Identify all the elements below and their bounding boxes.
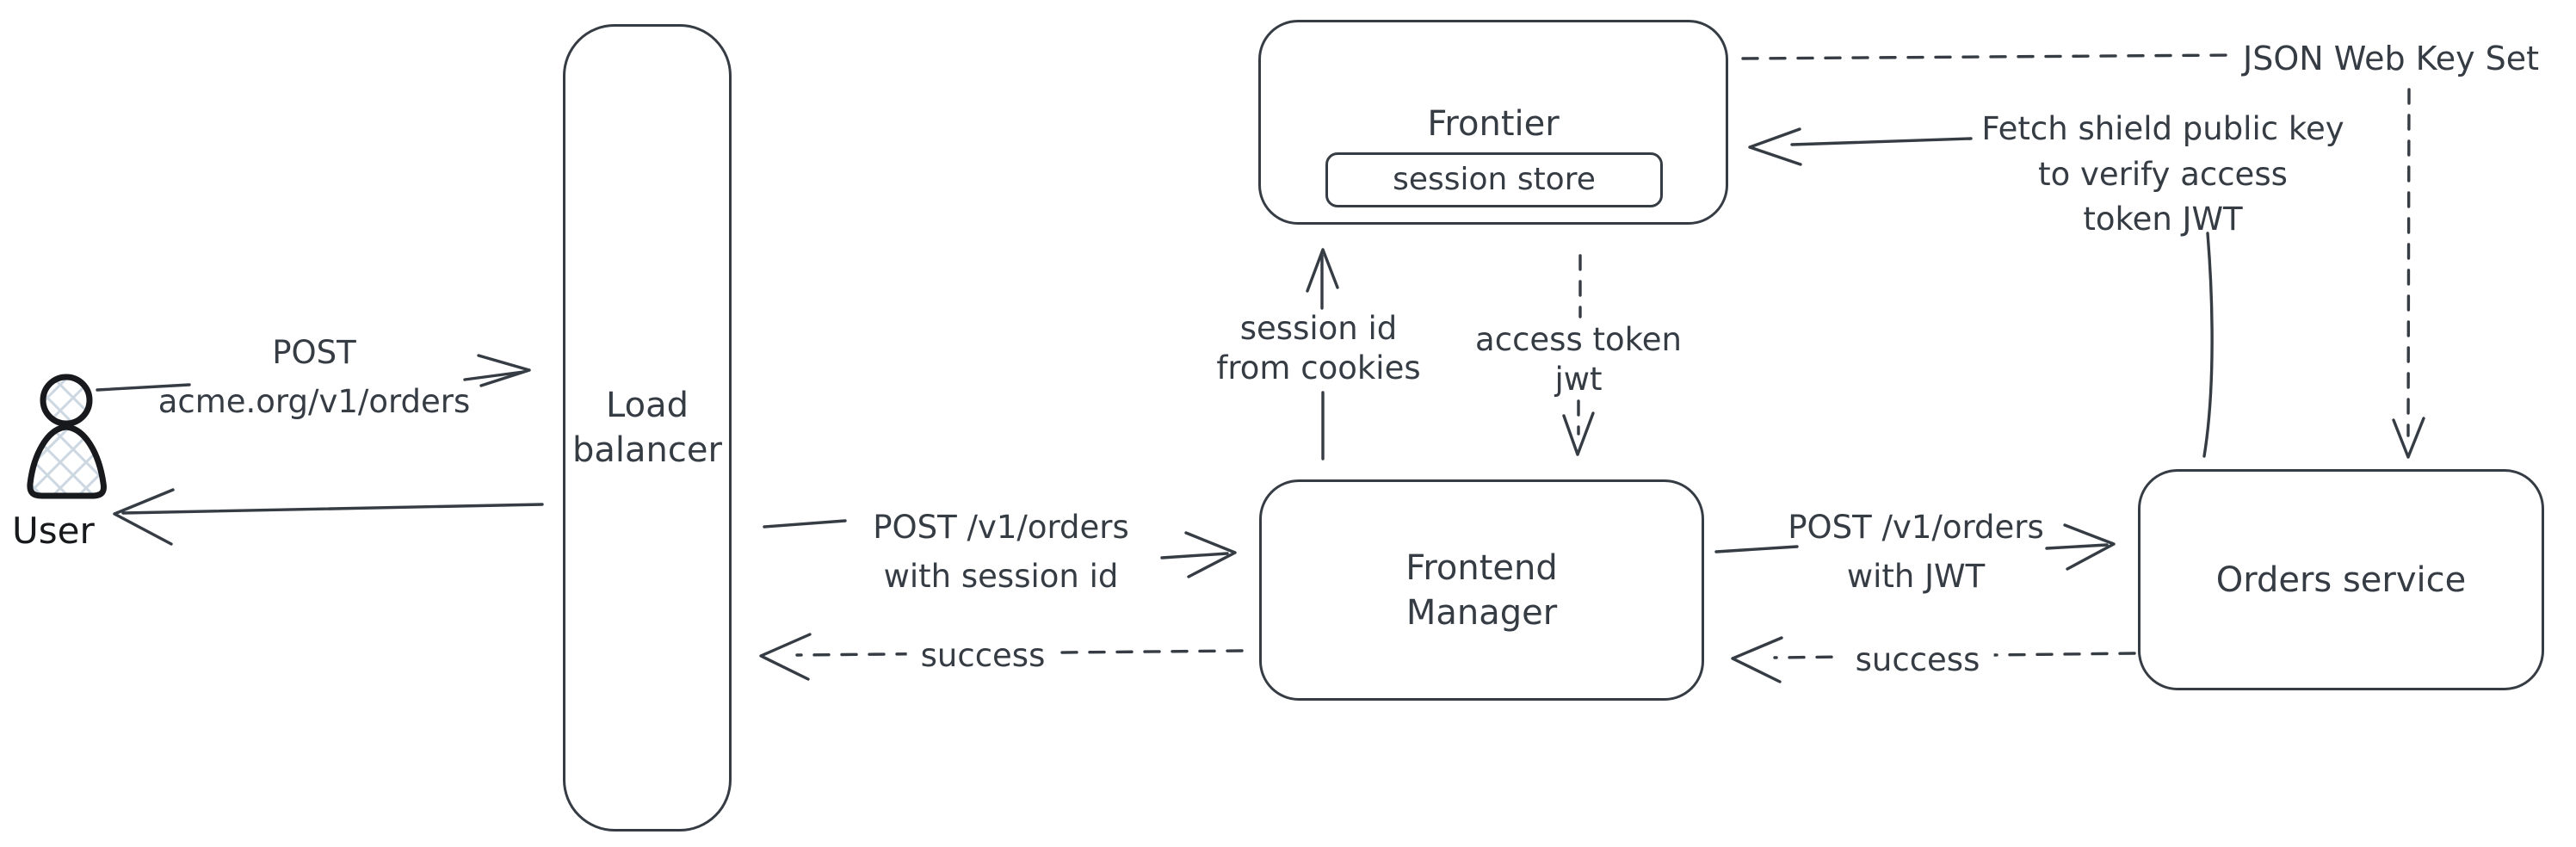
frontier-to-frontend-manager-arrow bbox=[1562, 254, 1595, 456]
orders-service-node: Orders service bbox=[2138, 469, 2544, 690]
load-balancer-to-user-arrow bbox=[113, 488, 544, 546]
load-balancer-node: Load balancer bbox=[563, 24, 732, 832]
user-to-load-balancer-arrow bbox=[96, 354, 531, 392]
frontend-manager-label: Frontend Manager bbox=[1405, 547, 1558, 633]
edge-label-success-frontend-to-lb: success bbox=[906, 631, 1059, 681]
frontend-manager-to-frontier-arrow bbox=[1306, 248, 1339, 461]
user-node-label: User bbox=[12, 510, 95, 552]
session-store-node: session store bbox=[1325, 152, 1663, 207]
orders-service-label: Orders service bbox=[2215, 560, 2467, 600]
frontend-manager-to-orders-service-arrow bbox=[1714, 523, 2116, 571]
load-balancer-to-frontend-manager-arrow bbox=[763, 519, 1237, 578]
user-icon bbox=[27, 374, 107, 499]
edge-label-post-orders-session-id: POST /v1/orders with session id bbox=[873, 509, 1129, 596]
edge-label-fetch-shield-public-key: Fetch shield public key to verify access… bbox=[1981, 110, 2344, 238]
edge-label-post-acme-orders: POST acme.org/v1/orders bbox=[158, 334, 471, 421]
edge-label-session-id-from-cookies: session id from cookies bbox=[1216, 310, 1421, 387]
frontier-to-jwks-dashed-line bbox=[1741, 53, 2233, 60]
session-store-label: session store bbox=[1393, 161, 1596, 197]
edge-label-access-token-jwt: access token jwt bbox=[1475, 321, 1682, 399]
edge-label-success-orders-to-frontend: success bbox=[1841, 635, 1994, 685]
orders-service-to-frontier-fetch-arrow bbox=[1748, 127, 2214, 458]
load-balancer-label: Load balancer bbox=[572, 386, 722, 470]
frontier-label: Frontier bbox=[1427, 104, 1560, 144]
frontend-manager-node: Frontend Manager bbox=[1259, 479, 1704, 701]
edge-label-post-orders-with-jwt: POST /v1/orders with JWT bbox=[1788, 509, 2044, 596]
jwks-annotation-label: JSON Web Key Set bbox=[2243, 40, 2540, 77]
jwks-to-orders-service-arrow bbox=[2392, 88, 2425, 459]
